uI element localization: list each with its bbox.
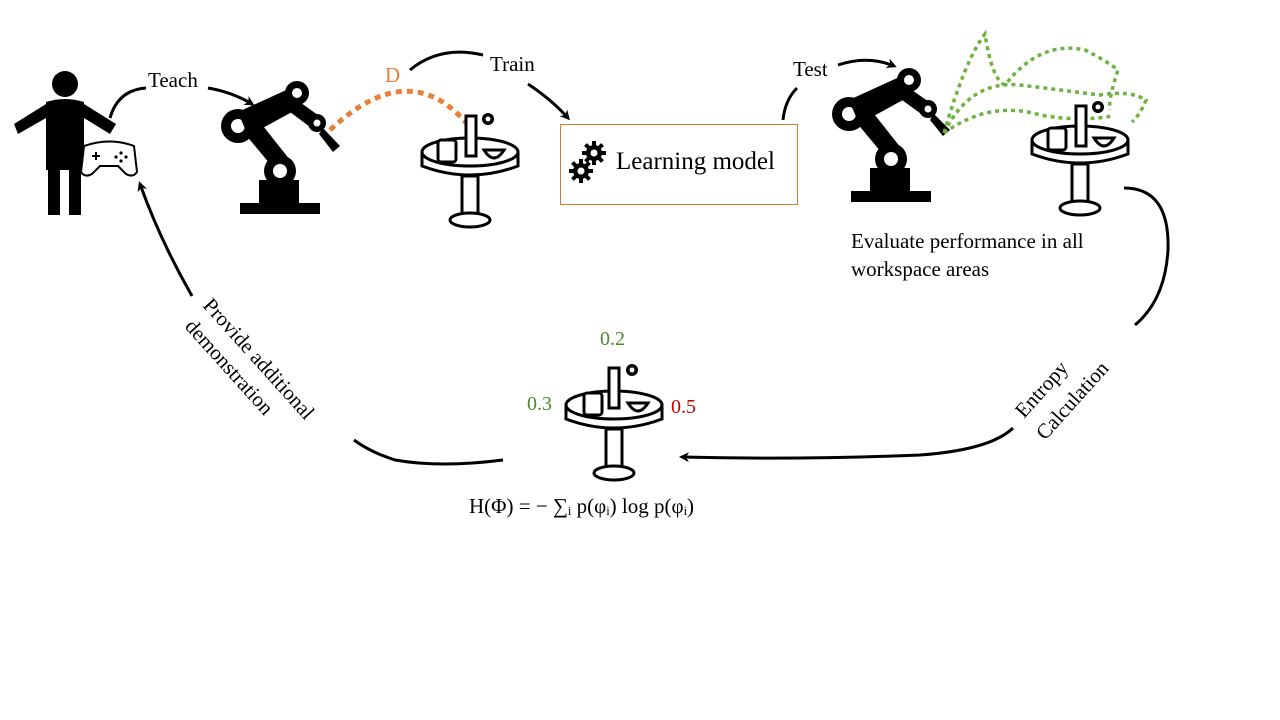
evaluate-caption: Evaluate performance in all workspace ar… [851, 227, 1151, 283]
train-arrow [409, 50, 484, 72]
test-arrow [781, 86, 799, 121]
test-label: Test [793, 57, 828, 81]
table-icon [420, 113, 520, 229]
table-icon [1030, 101, 1130, 217]
demonstration-path [328, 88, 470, 132]
evaluate-caption-line1: Evaluate performance in all [851, 229, 1084, 253]
probability-right: 0.5 [671, 396, 696, 418]
train-arrow-tail [527, 82, 570, 121]
probability-top: 0.2 [600, 328, 625, 350]
human-teacher-icon [14, 71, 116, 215]
table-icon [564, 364, 664, 482]
test-trajectories [942, 29, 1149, 135]
robot-arm-icon [832, 68, 950, 202]
teach-label: Teach [148, 68, 198, 92]
entropy-arrow [1123, 186, 1170, 327]
teach-arrow-tail [207, 86, 255, 106]
provide-arrow-start [353, 438, 504, 466]
game-controller-icon [79, 140, 139, 177]
dataset-label: D [385, 63, 400, 87]
gear-icon [569, 159, 593, 183]
entropy-arrow-tail [679, 426, 1015, 463]
entropy-formula: H(Φ) = − ∑ᵢ p(φᵢ) log p(φᵢ) [469, 494, 695, 518]
provide-arrow [137, 181, 194, 297]
learning-model-box [560, 124, 798, 205]
gear-icon [582, 141, 606, 165]
learning-model-label: Learning model [616, 148, 775, 175]
teach-arrow [108, 86, 147, 119]
evaluate-caption-line2: workspace areas [851, 257, 990, 281]
robot-arm-icon [221, 81, 340, 214]
test-arrow-tail [837, 58, 897, 68]
probability-left: 0.3 [527, 393, 552, 415]
train-label: Train [490, 52, 535, 76]
